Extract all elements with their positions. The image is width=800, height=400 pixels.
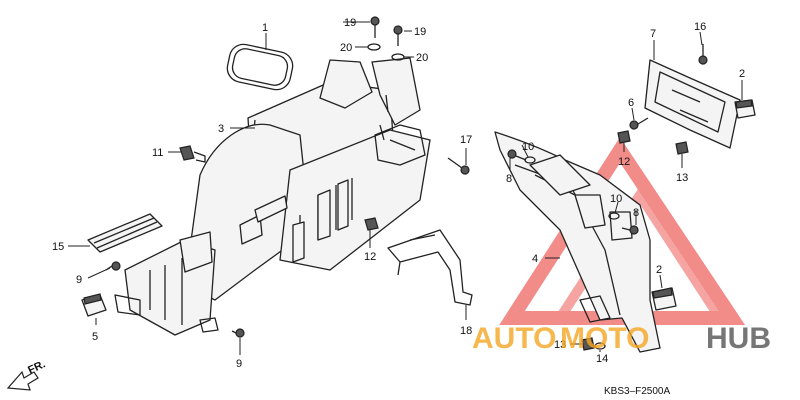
callout-9-lower: 9 — [236, 358, 242, 370]
callout-16: 16 — [694, 21, 706, 33]
callout-19-right: 19 — [414, 26, 426, 38]
part-bolt-8-lower — [621, 225, 639, 235]
part-cushion-right-lower — [651, 287, 677, 311]
callout-11: 11 — [152, 147, 163, 159]
callouts: 1 3 11 15 9 5 9 19 20 19 20 17 12 18 7 1… — [52, 17, 745, 370]
part-nut-13-right — [675, 141, 689, 155]
part-collar-10-upper — [524, 156, 536, 164]
part-cushion-left — [81, 293, 107, 317]
callout-4: 4 — [532, 253, 538, 265]
part-bolt-16 — [698, 44, 708, 65]
callout-20-right: 20 — [416, 52, 428, 64]
callout-2-upper: 2 — [739, 68, 745, 80]
callout-5: 5 — [92, 331, 98, 343]
callout-6: 6 — [628, 97, 634, 109]
part-plate-bracket — [644, 59, 741, 149]
part-bolt-19-left — [370, 16, 380, 38]
watermark-moto: MOTO — [560, 322, 649, 355]
part-bolt-9-lower — [231, 328, 245, 338]
part-rear-stay — [494, 131, 661, 353]
part-rear-fender — [114, 57, 431, 336]
callout-13-right: 13 — [676, 172, 688, 184]
part-bolt-17 — [447, 157, 470, 175]
part-bolt-19-right — [393, 25, 403, 46]
callout-3: 3 — [218, 123, 224, 135]
leader-lines — [68, 21, 743, 355]
callout-17: 17 — [460, 134, 472, 146]
callout-7: 7 — [650, 28, 656, 40]
callout-8-upper: 8 — [506, 173, 512, 185]
part-nut-12-right — [617, 130, 631, 144]
watermark-hub: HUB — [706, 322, 771, 355]
callout-14: 14 — [596, 353, 608, 365]
callout-19-left: 19 — [344, 17, 356, 29]
callout-10-lower: 10 — [610, 193, 622, 205]
part-seal-ring — [226, 43, 294, 91]
part-cushion-right-upper — [734, 99, 756, 119]
callout-20-left: 20 — [340, 42, 352, 54]
callout-12-right: 12 — [618, 156, 630, 168]
part-washer-20-left — [367, 43, 381, 51]
callout-2-lower: 2 — [656, 264, 662, 276]
callout-9-upper: 9 — [76, 274, 82, 286]
part-nut-12-left — [364, 217, 379, 231]
callout-10-upper: 10 — [522, 141, 534, 153]
callout-1: 1 — [262, 22, 268, 34]
watermark-text: AUTO MOTO HUB — [472, 322, 771, 355]
part-collar-10-lower — [608, 212, 620, 220]
part-collar-14 — [594, 342, 606, 350]
watermark-auto: AUTO — [472, 322, 556, 355]
part-bolt-8-upper — [507, 149, 527, 161]
diagram-code: KBS3–F2500A — [604, 386, 670, 397]
callout-12-left: 12 — [364, 251, 376, 263]
part-bolt-6 — [629, 117, 649, 130]
part-nut-13-lower — [581, 337, 595, 351]
callout-8-lower: 8 — [633, 207, 639, 219]
front-arrow: FR. — [6, 358, 47, 391]
callout-13-lower: 13 — [554, 339, 566, 351]
callout-18: 18 — [460, 325, 472, 337]
callout-15: 15 — [52, 241, 64, 253]
part-clip — [179, 145, 206, 163]
part-battery-strap — [87, 213, 163, 253]
part-bracket — [387, 229, 473, 306]
front-arrow-label: FR. — [26, 358, 47, 376]
